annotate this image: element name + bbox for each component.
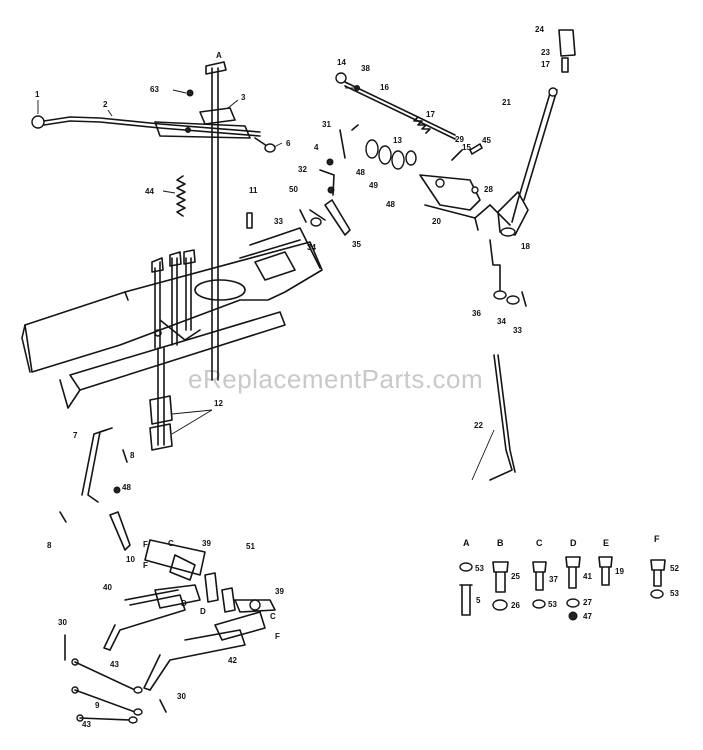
- callout-33-right: 33: [513, 326, 522, 335]
- bottom-links: [64, 634, 167, 724]
- hardware-legend: [459, 556, 666, 621]
- callout-32: 32: [298, 165, 307, 174]
- legend-letter-a: A: [463, 538, 470, 548]
- callout-17-mid: 17: [426, 110, 435, 119]
- callout-50: 50: [289, 185, 298, 194]
- lower-linkage: [59, 427, 131, 551]
- callout-39-lower: 39: [275, 587, 284, 596]
- legend-letter-c: C: [536, 538, 543, 548]
- callout-17-top: 17: [541, 60, 550, 69]
- callout-43-lower: 43: [82, 720, 91, 729]
- callout-42: 42: [228, 656, 237, 665]
- callout-3: 3: [241, 93, 246, 102]
- legend-d-top: 41: [583, 572, 592, 581]
- lift-rods: [149, 61, 227, 451]
- legend-letter-e: E: [603, 538, 609, 548]
- callout-11: 11: [249, 186, 258, 195]
- letter-c-2: C: [270, 612, 276, 621]
- bolt-11: [246, 212, 253, 229]
- callout-14: 14: [337, 58, 346, 67]
- legend-c-top: 37: [549, 575, 558, 584]
- callout-6: 6: [286, 139, 291, 148]
- callout-30-right: 30: [177, 692, 186, 701]
- callout-43-upper: 43: [110, 660, 119, 669]
- callout-51: 51: [246, 542, 255, 551]
- letter-f-1: F: [143, 540, 148, 549]
- callout-33-left: 33: [274, 217, 283, 226]
- callout-12: 12: [214, 399, 223, 408]
- callout-35: 35: [352, 240, 361, 249]
- callout-28: 28: [484, 185, 493, 194]
- callout-36: 36: [472, 309, 481, 318]
- callout-1: 1: [35, 90, 40, 99]
- leader-lines: [37, 87, 495, 481]
- callout-45: 45: [482, 136, 491, 145]
- legend-letter-b: B: [497, 538, 504, 548]
- callout-34-right: 34: [497, 317, 506, 326]
- callout-48-b: 48: [386, 200, 395, 209]
- callout-16: 16: [380, 83, 389, 92]
- callout-18: 18: [521, 242, 530, 251]
- legend-c-bottom: 53: [548, 600, 557, 609]
- callout-40: 40: [103, 583, 112, 592]
- callout-10: 10: [126, 555, 135, 564]
- callout-48-lower: 48: [122, 483, 131, 492]
- rod-22: [489, 354, 516, 481]
- callout-38: 38: [361, 64, 370, 73]
- callout-9: 9: [95, 701, 100, 710]
- callout-44: 44: [145, 187, 154, 196]
- lift-arm-assembly: [31, 89, 276, 153]
- callout-24: 24: [535, 25, 544, 34]
- legend-f-top: 52: [670, 564, 679, 573]
- callout-22: 22: [474, 421, 483, 430]
- letter-f-2: F: [143, 561, 148, 570]
- callout-49: 49: [369, 181, 378, 190]
- letter-d-2: D: [200, 607, 206, 616]
- callout-8-upper: 8: [130, 451, 135, 460]
- legend-e-top: 19: [615, 567, 624, 576]
- callout-63-top: 63: [150, 85, 159, 94]
- legend-d-extra: 47: [583, 612, 592, 621]
- legend-b-top: 25: [511, 572, 520, 581]
- deck-lift-arms: [103, 539, 276, 691]
- lift-lever-assembly: [419, 29, 576, 307]
- legend-f-bottom: 53: [670, 589, 679, 598]
- legend-b-bottom: 26: [511, 601, 520, 610]
- legend-letter-d: D: [570, 538, 577, 548]
- letter-a-top: A: [216, 51, 222, 60]
- callout-29: 29: [455, 135, 464, 144]
- legend-a-top: 53: [475, 564, 484, 573]
- letter-f-3: F: [275, 632, 280, 641]
- callout-48-a: 48: [356, 168, 365, 177]
- legend-d-bottom: 27: [583, 598, 592, 607]
- callout-31: 31: [322, 120, 331, 129]
- callout-4: 4: [314, 143, 319, 152]
- callout-30-left: 30: [58, 618, 67, 627]
- spring-44: [176, 175, 186, 217]
- letter-d-1: D: [181, 599, 187, 608]
- height-adjust-assembly: [299, 72, 456, 236]
- callout-23: 23: [541, 48, 550, 57]
- callout-39-upper: 39: [202, 539, 211, 548]
- legend-a-bottom: 5: [476, 596, 481, 605]
- callout-8-lower: 8: [47, 541, 52, 550]
- callout-labels: 1 2 3 A 63 6 44 11 12 7 8 48 8 10 F C 39…: [35, 25, 679, 729]
- callout-13: 13: [393, 136, 402, 145]
- callout-15: 15: [462, 143, 471, 152]
- callout-20: 20: [432, 217, 441, 226]
- callout-2: 2: [103, 100, 108, 109]
- legend-letter-f: F: [654, 534, 660, 544]
- callout-34-left: 34: [307, 243, 316, 252]
- callout-21: 21: [502, 98, 511, 107]
- letter-c-1: C: [168, 539, 174, 548]
- watermark: eReplacementParts.com: [188, 364, 483, 394]
- callout-7: 7: [73, 431, 78, 440]
